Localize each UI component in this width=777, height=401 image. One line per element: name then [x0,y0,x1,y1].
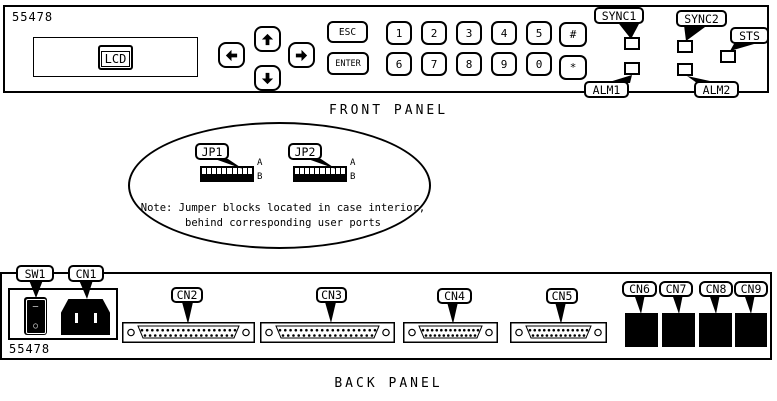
jumper-pin [325,168,330,174]
power-switch: – ○ [24,297,47,335]
cn9-connector [735,313,767,347]
jumper-pin [247,168,252,174]
cn3-connector [260,322,395,343]
sts-led [720,50,736,63]
sw1-label: SW1 [16,265,54,282]
cn3-label: CN3 [316,287,347,303]
jumper-pin [295,168,300,174]
key-4: 4 [491,21,517,45]
note-text-line2: behind corresponding user ports [185,217,381,229]
jp2-row-b-label: B [350,172,356,182]
power-entry-module: – ○ [8,288,118,340]
jumper-pin [305,168,310,174]
jp2-pins [295,168,345,174]
jumper-pin [335,168,340,174]
cn1-label: CN1 [68,265,104,282]
jumper-pin [222,168,227,174]
switch-off-symbol: ○ [33,320,38,330]
note-text-line1: Note: Jumper blocks located in case inte… [140,202,426,214]
sts-label: STS [730,27,769,44]
star-key: * [559,55,587,80]
cn2-connector [122,322,255,343]
jumper-pin [340,168,345,174]
jp1-label: JP1 [195,143,229,160]
jumper-pin [227,168,232,174]
lcd-label: LCD [100,50,131,67]
alm1-label: ALM1 [584,81,629,98]
front-part-number: 55478 [12,10,54,24]
lcd-display: LCD [33,37,198,77]
inlet-pin-right [94,313,97,323]
key-1: 1 [386,21,412,45]
jumper-pin [217,168,222,174]
jumper-pin [212,168,217,174]
jp1-row-a-label: A [257,158,263,168]
arrow-down-key [254,65,281,91]
key-9: 9 [491,52,517,76]
cn7-label: CN7 [659,281,693,297]
jp2-jumper-block [293,166,347,182]
sync2-led [677,40,693,53]
enter-key: ENTER [327,52,369,75]
power-switch-face: – ○ [25,298,46,334]
cn4-connector [403,322,498,343]
cn7-connector [662,313,695,347]
jumper-pin [330,168,335,174]
jp2-row-a-label: A [350,158,356,168]
back-part-number: 55478 [9,342,51,356]
jumper-pin [207,168,212,174]
note-bubble [128,122,431,249]
arrow-left-key [218,42,245,68]
cn8-connector [699,313,732,347]
cn2-label: CN2 [171,287,203,303]
cn6-connector [625,313,658,347]
inlet-pin-left [75,313,78,323]
jp1-row-b-label: B [257,172,263,182]
jumper-pin [237,168,242,174]
key-2: 2 [421,21,447,45]
alm1-led [624,62,640,75]
sync2-label: SYNC2 [676,10,727,27]
hash-key: # [559,22,587,47]
arrow-up-key [254,26,281,52]
arrow-up-icon [261,33,274,45]
key-0: 0 [526,52,552,76]
key-7: 7 [421,52,447,76]
key-3: 3 [456,21,482,45]
cn9-label: CN9 [734,281,768,297]
jp1-pins [202,168,252,174]
arrow-right-key [288,42,315,68]
jumper-pin [320,168,325,174]
cn6-label: CN6 [622,281,657,297]
alm2-led [677,63,693,76]
cn5-connector [510,322,607,343]
arrow-down-icon [261,72,274,84]
cn8-label: CN8 [699,281,733,297]
switch-on-symbol: – [32,301,39,312]
cn5-label: CN5 [546,288,578,304]
cn4-label: CN4 [437,288,472,304]
back-panel-caption: BACK PANEL [334,376,443,391]
alm2-label: ALM2 [694,81,739,98]
arrow-left-icon [225,49,238,61]
front-panel-caption: FRONT PANEL [328,103,449,118]
lcd-bezel: LCD [97,44,134,70]
jumper-pin [202,168,207,174]
power-inlet [61,299,110,335]
jumper-pin [242,168,247,174]
key-6: 6 [386,52,412,76]
jumper-pin [310,168,315,174]
sync1-label: SYNC1 [594,7,644,24]
esc-key: ESC [327,21,368,43]
arrow-right-icon [295,49,308,61]
jp2-label: JP2 [288,143,322,160]
jp1-jumper-block [200,166,254,182]
key-8: 8 [456,52,482,76]
jumper-pin [315,168,320,174]
jumper-pin [232,168,237,174]
key-5: 5 [526,21,552,45]
jumper-pin [300,168,305,174]
sync1-led [624,37,640,50]
